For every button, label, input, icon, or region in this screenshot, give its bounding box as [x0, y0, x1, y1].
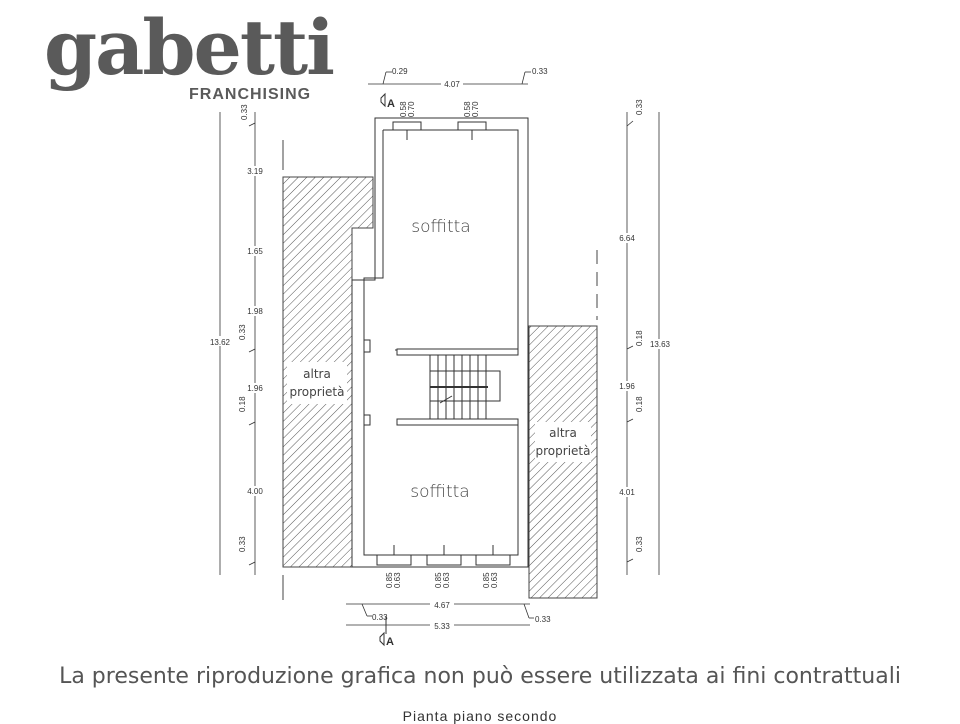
left-neighbor-label-1: altra — [303, 367, 331, 381]
dim-bottom-left: 0.33 — [372, 613, 388, 622]
svg-text:1.98: 1.98 — [247, 307, 263, 316]
dim-right-total: 13.63 — [650, 340, 671, 349]
svg-text:0.85: 0.85 — [482, 572, 491, 588]
svg-text:0.70: 0.70 — [471, 101, 480, 117]
svg-text:4.01: 4.01 — [619, 488, 635, 497]
bottom-opening-dims: 0.85 0.63 0.85 0.63 0.85 0.63 — [385, 572, 499, 588]
svg-text:0.63: 0.63 — [490, 572, 499, 588]
svg-text:0.85: 0.85 — [434, 572, 443, 588]
svg-text:1.65: 1.65 — [247, 247, 263, 256]
right-neighbor-area: altra proprietà — [528, 250, 598, 599]
section-marker-top: A — [380, 92, 395, 110]
dim-top-total: 4.07 — [444, 80, 460, 89]
dim-bottom-right: 0.33 — [535, 615, 551, 624]
dim-bottom-total: 5.33 — [434, 622, 450, 631]
svg-text:0.33: 0.33 — [238, 324, 247, 340]
staircase — [429, 355, 501, 419]
svg-text:0.18: 0.18 — [635, 330, 644, 346]
dim-left-total: 13.62 — [210, 338, 231, 347]
bottom-windows — [376, 545, 511, 566]
svg-text:0.63: 0.63 — [442, 572, 451, 588]
svg-text:1.96: 1.96 — [247, 384, 263, 393]
left-neighbor-area: altra proprietà — [282, 140, 374, 600]
plan-caption: Pianta piano secondo — [402, 708, 558, 724]
svg-text:0.58: 0.58 — [463, 101, 472, 117]
svg-text:0.33: 0.33 — [238, 536, 247, 552]
dim-top-right: 0.33 — [532, 67, 548, 76]
dim-top-left: 0.29 — [392, 67, 408, 76]
svg-text:0.18: 0.18 — [238, 396, 247, 412]
logo-subtitle: FRANCHISING — [189, 86, 312, 103]
svg-text:3.19: 3.19 — [247, 167, 263, 176]
svg-text:0.58: 0.58 — [399, 101, 408, 117]
svg-text:0.33: 0.33 — [240, 104, 249, 120]
svg-text:1.96: 1.96 — [619, 382, 635, 391]
svg-text:A: A — [386, 636, 394, 648]
building-outline — [351, 117, 529, 568]
room-label-upper: soffitta — [411, 217, 470, 237]
section-marker-bottom: A — [379, 616, 394, 648]
svg-text:4.00: 4.00 — [247, 487, 263, 496]
svg-text:0.33: 0.33 — [635, 536, 644, 552]
svg-text:0.70: 0.70 — [407, 101, 416, 117]
top-opening-dims: 0.58 0.70 0.58 0.70 — [399, 101, 480, 117]
logo-wordmark: gabetti — [44, 3, 335, 92]
gabetti-logo: gabetti FRANCHISING — [44, 10, 335, 128]
svg-text:6.64: 6.64 — [619, 234, 635, 243]
dim-bottom-inner: 4.67 — [434, 601, 450, 610]
svg-text:0.85: 0.85 — [385, 572, 394, 588]
room-label-lower: soffitta — [410, 482, 469, 502]
svg-text:0.33: 0.33 — [635, 99, 644, 115]
left-neighbor-label-2: proprietà — [290, 385, 345, 399]
right-neighbor-label-1: altra — [549, 426, 577, 440]
svg-text:0.63: 0.63 — [393, 572, 402, 588]
svg-text:0.18: 0.18 — [635, 396, 644, 412]
top-windows — [392, 121, 487, 140]
right-neighbor-label-2: proprietà — [536, 444, 591, 458]
disclaimer-text: La presente riproduzione grafica non può… — [59, 664, 901, 689]
svg-text:A: A — [387, 98, 395, 110]
